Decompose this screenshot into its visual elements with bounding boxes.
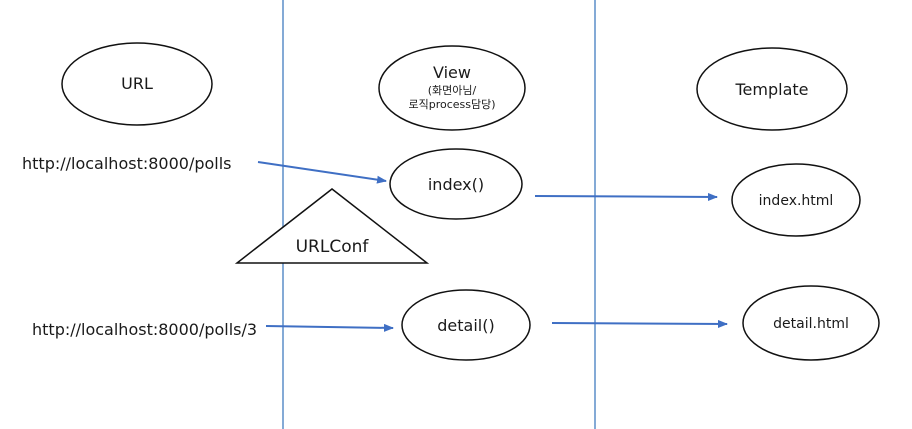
template-index-label: index.html	[759, 193, 834, 209]
template-detail-label: detail.html	[773, 316, 849, 332]
template-header-label: Template	[734, 80, 808, 99]
view-index-label: index()	[428, 175, 484, 194]
view-header-note-line2: 로직process담당)	[408, 98, 495, 111]
view-detail-ellipse	[401, 289, 531, 361]
template-detail-ellipse	[742, 285, 880, 361]
view-index-ellipse	[389, 148, 523, 220]
url-text-polls-3: http://localhost:8000/polls/3	[32, 320, 257, 339]
view-header-label: View	[433, 63, 471, 82]
arrow-index-to-template	[534, 192, 718, 201]
view-detail-label: detail()	[437, 316, 494, 335]
url-header-ellipse	[61, 42, 213, 126]
arrow-url-to-detail	[265, 323, 394, 332]
arrow-url-to-index	[257, 161, 387, 184]
url-header-label: URL	[121, 74, 153, 93]
urlconf-label: URLConf	[296, 237, 370, 257]
arrow-detail-to-template	[551, 319, 728, 328]
template-header-ellipse	[696, 47, 848, 131]
view-header-note-line1: (화면아님/	[428, 84, 477, 97]
url-text-polls: http://localhost:8000/polls	[22, 154, 232, 173]
template-index-ellipse	[731, 163, 861, 237]
view-header-ellipse	[378, 45, 526, 131]
urlconf-triangle	[234, 188, 430, 264]
